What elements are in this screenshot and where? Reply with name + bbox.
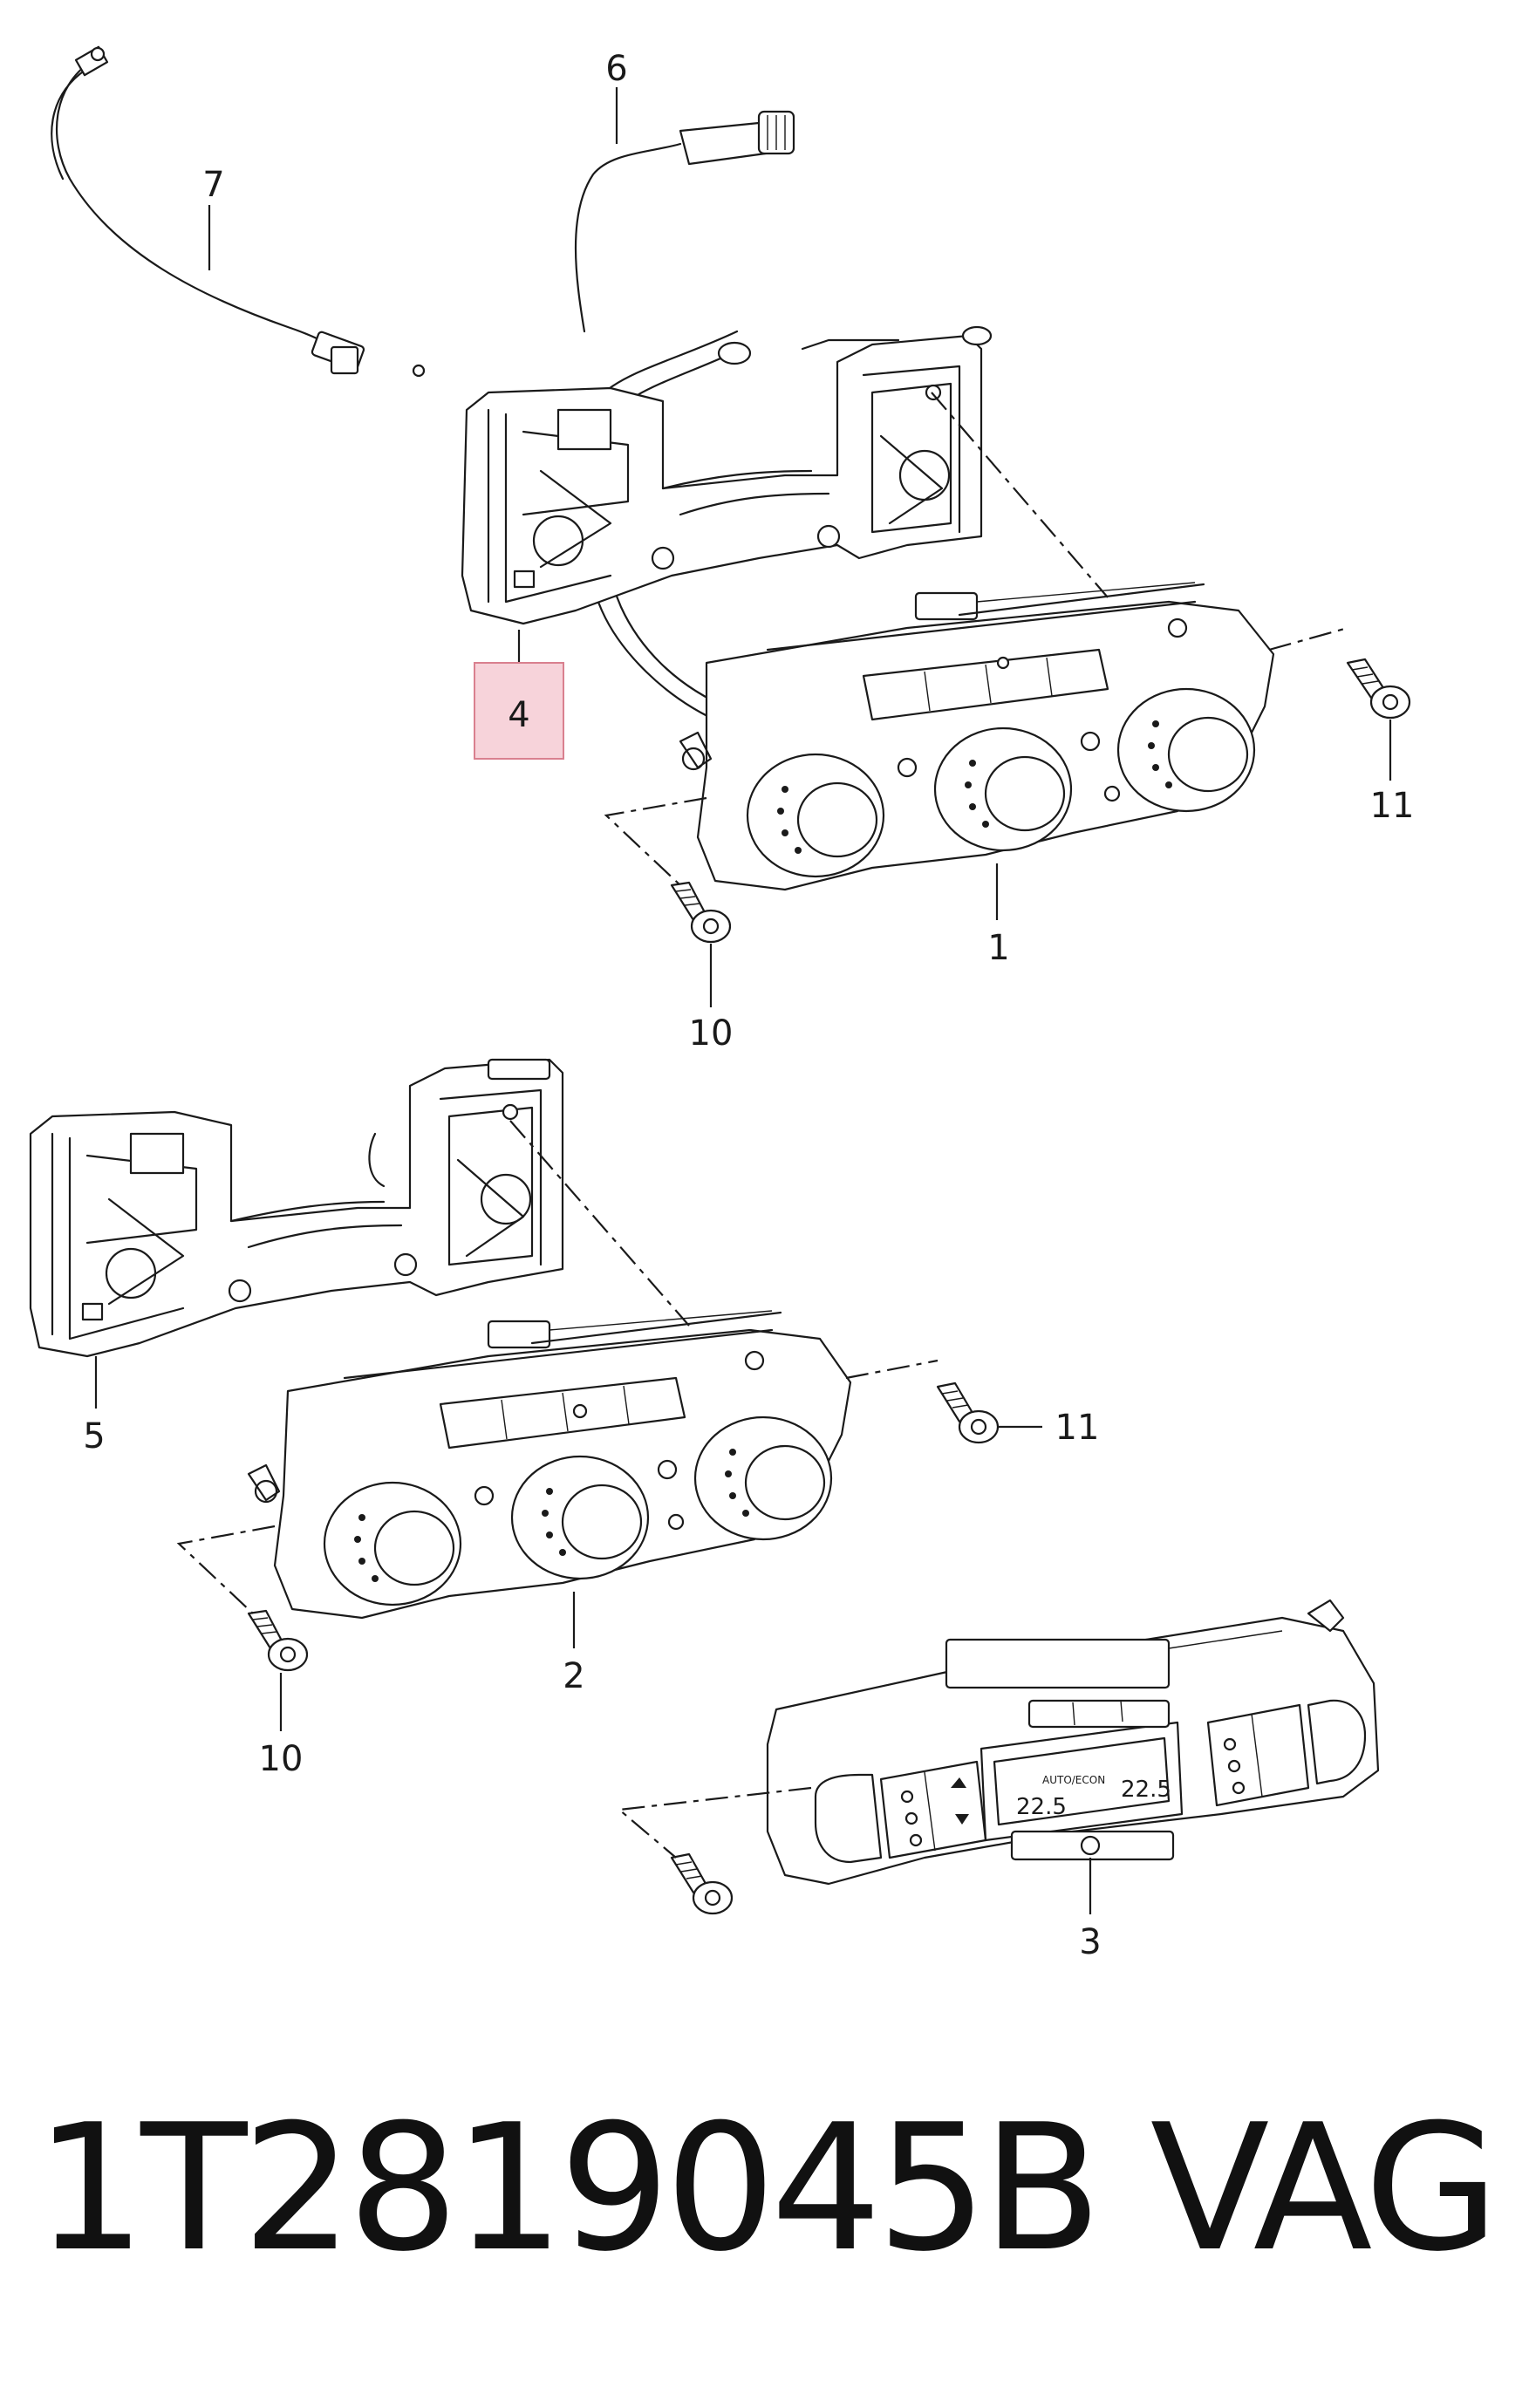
- callout-2: 2: [563, 1656, 584, 1696]
- part-1-control-panel: [679, 582, 1275, 891]
- callout-10-upper: 10: [689, 1013, 734, 1054]
- callout-10-lower: 10: [259, 1739, 304, 1779]
- callout-11-lower: 11: [1055, 1408, 1100, 1448]
- callout-6: 6: [605, 49, 627, 89]
- brand-name: VAG: [1150, 2087, 1499, 2290]
- highlight-box-part-4: [474, 662, 564, 760]
- part-number: 1T2819045B: [35, 2087, 1102, 2290]
- screw-11-lower: [936, 1381, 1000, 1444]
- callout-4: 4: [508, 695, 529, 735]
- callout-3: 3: [1079, 1922, 1101, 1962]
- screw-panel-3: [670, 1852, 734, 1915]
- callout-7: 7: [202, 165, 224, 205]
- part-3-climatronic-panel: 22.5 22.5 AUTO/ECON: [766, 1599, 1380, 1886]
- callout-1: 1: [987, 928, 1009, 968]
- display-temp-right: 22.5: [1121, 1777, 1171, 1803]
- display-mode: AUTO/ECON: [1042, 1774, 1105, 1786]
- screw-10-lower: [247, 1609, 309, 1672]
- part-7-cable: [51, 45, 426, 378]
- display-temp-left: 22.5: [1016, 1794, 1067, 1820]
- part-5-bracket: [29, 1058, 564, 1358]
- part-2-control-panel: [247, 1310, 852, 1620]
- part-4-bracket: [461, 325, 993, 625]
- assembly-lines: [176, 392, 1348, 1859]
- part-footer: 1T2819045B VAG: [35, 2084, 1499, 2294]
- screw-11-upper: [1346, 658, 1411, 720]
- callout-5: 5: [83, 1416, 105, 1456]
- callout-11-upper: 11: [1370, 786, 1415, 826]
- leader-lines: [94, 87, 1392, 1914]
- screw-10-upper: [670, 881, 732, 944]
- callouts: 7 6 4 1 10 11 5 2 10 11 3: [83, 49, 1414, 1962]
